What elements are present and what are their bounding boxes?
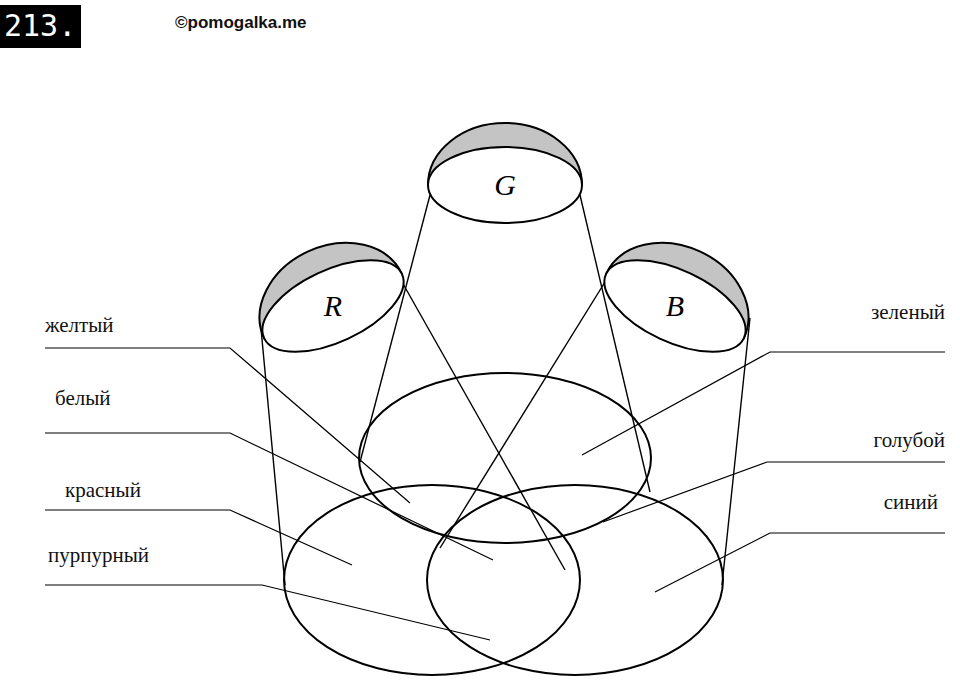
problem-number-box: 213.	[0, 5, 81, 48]
lamp-letter: R	[324, 290, 342, 322]
lamp-ellipse: R	[233, 206, 433, 376]
leader-line	[582, 352, 945, 455]
beam-line	[440, 282, 605, 548]
lamp-ellipse: B	[575, 206, 775, 376]
beam-line	[360, 195, 430, 462]
color-label: красный	[65, 477, 141, 503]
lamp-face	[249, 241, 417, 370]
color-label: белый	[55, 385, 111, 411]
beam-line	[580, 195, 650, 492]
leader-line	[45, 433, 493, 560]
problem-number: 213.	[4, 8, 81, 44]
watermark: ©pomogalka.me	[175, 10, 307, 36]
beam-line	[402, 282, 565, 570]
leader-line	[603, 462, 945, 522]
lamp-ellipse: G	[405, 85, 605, 255]
lamp-face	[428, 147, 582, 223]
leader-line	[655, 533, 945, 592]
color-label: зеленый	[871, 299, 945, 325]
leader-line	[45, 348, 410, 503]
color-label: пурпурный	[48, 542, 149, 568]
lamp-letter: B	[666, 290, 684, 322]
lamp-face	[591, 241, 759, 370]
color-label: голубой	[874, 427, 945, 453]
green-light-spot	[359, 373, 651, 543]
color-label: синий	[884, 489, 938, 515]
red-light-spot	[284, 485, 580, 675]
color-label: желтый	[45, 312, 114, 338]
beam-line	[260, 318, 285, 585]
leader-line	[45, 585, 490, 640]
lamp-letter: G	[494, 169, 516, 201]
